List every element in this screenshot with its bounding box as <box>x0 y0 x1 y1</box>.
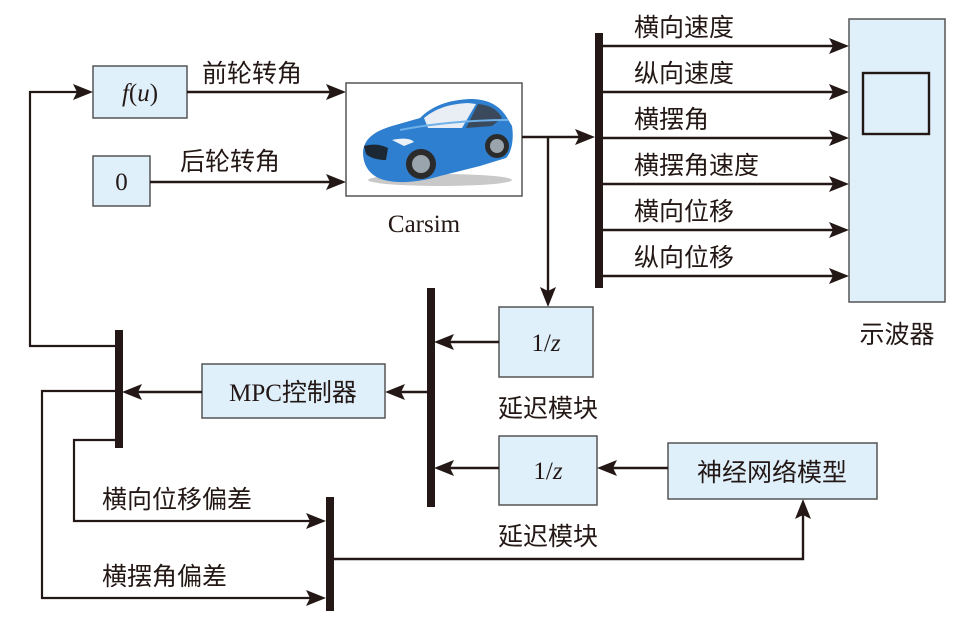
output-signal-6: 纵向位移 <box>603 243 849 284</box>
arrowhead-icon <box>306 513 326 529</box>
arrowhead-icon <box>122 384 142 400</box>
arrowhead-icon <box>326 174 346 190</box>
mpc-input-mux-bus <box>427 288 435 507</box>
lateral-error-label: 横向位移偏差 <box>102 485 252 514</box>
yaw-error-signal: 横摆角偏差 <box>40 389 326 606</box>
front-steer-label: 前轮转角 <box>202 59 302 88</box>
output-label: 横摆角 <box>634 105 709 134</box>
svg-text:1/z: 1/z <box>531 330 560 357</box>
carsim-block[interactable]: Carsim <box>345 82 523 238</box>
nn-label: 神经网络模型 <box>697 458 847 487</box>
carsim-output-signal <box>522 129 595 307</box>
delay1-label-num: 1/ <box>531 330 551 357</box>
mpc-output-demux-bus <box>115 330 123 448</box>
arrowhead-icon <box>829 222 849 238</box>
output-label: 横向位移 <box>634 197 734 226</box>
arrowhead-icon <box>829 176 849 192</box>
arrowhead-icon <box>829 84 849 100</box>
fu-label-u: u <box>137 80 150 107</box>
output-label: 横摆角速度 <box>634 151 759 180</box>
arrowhead-icon <box>795 499 811 519</box>
error-to-nn-signal <box>334 499 811 561</box>
arrowhead-icon <box>434 334 454 350</box>
delay-block-2[interactable]: 1/z 延迟模块 <box>498 435 598 551</box>
output-signal-2: 纵向速度 <box>603 59 849 100</box>
fu-block[interactable]: f(u) <box>92 65 188 119</box>
mux-to-mpc-signal <box>385 384 427 400</box>
output-signals: 横向速度 纵向速度 横摆角 横摆角速度 横向位移 纵向位移 <box>603 13 849 284</box>
arrowhead-icon <box>597 460 617 476</box>
output-label: 纵向位移 <box>634 243 734 272</box>
fu-label-paren-open: ( <box>129 80 137 107</box>
svg-text:1/z: 1/z <box>533 458 562 485</box>
arrowhead-icon <box>829 268 849 284</box>
delay2-to-mux-signal <box>434 460 499 476</box>
arrowhead-icon <box>385 384 405 400</box>
svg-text:f(u): f(u) <box>122 80 158 107</box>
fu-label-paren-close: ) <box>150 80 158 107</box>
delay2-label-num: 1/ <box>533 458 553 485</box>
carsim-label: Carsim <box>388 211 461 238</box>
arrowhead-icon <box>306 590 326 606</box>
lateral-error-signal: 横向位移偏差 <box>72 438 326 529</box>
scope-block[interactable]: 示波器 <box>848 18 946 349</box>
zero-block[interactable]: 0 <box>92 155 151 207</box>
output-demux-bus <box>595 33 603 288</box>
arrowhead-icon <box>73 84 93 100</box>
arrowhead-icon <box>829 130 849 146</box>
fu-label-f: f <box>122 80 132 107</box>
neural-network-block[interactable]: 神经网络模型 <box>667 442 878 500</box>
output-signal-1: 横向速度 <box>603 13 849 54</box>
delay1-label-z: z <box>550 330 561 357</box>
delay2-caption: 延迟模块 <box>498 522 598 551</box>
delay1-caption: 延迟模块 <box>498 394 598 423</box>
rear-steer-label: 后轮转角 <box>180 147 280 176</box>
mpc-label: MPC控制器 <box>229 379 357 407</box>
scope-label: 示波器 <box>859 320 934 349</box>
output-signal-3: 横摆角 <box>603 105 849 146</box>
nn-to-delay2-signal <box>597 460 668 476</box>
zero-label: 0 <box>115 169 128 196</box>
output-label: 横向速度 <box>634 13 734 42</box>
arrowhead-icon <box>434 460 454 476</box>
mpc-to-demux-signal <box>122 384 202 400</box>
output-signal-4: 横摆角速度 <box>603 151 849 192</box>
mpc-controller-block[interactable]: MPC控制器 <box>201 363 386 419</box>
arrowhead-icon <box>326 84 346 100</box>
yaw-error-label: 横摆角偏差 <box>102 562 227 591</box>
arrowhead-icon <box>575 129 595 145</box>
rear-steer-signal: 后轮转角 <box>150 147 346 190</box>
delay1-to-mux-signal <box>434 334 499 350</box>
feedback-to-fu-signal <box>28 84 115 348</box>
scope-screen-icon <box>861 71 931 136</box>
front-steer-signal: 前轮转角 <box>187 59 346 100</box>
arrowhead-icon <box>829 38 849 54</box>
arrowhead-icon <box>540 287 556 307</box>
error-mux-bus <box>326 497 334 611</box>
output-label: 纵向速度 <box>634 59 734 88</box>
delay-block-1[interactable]: 1/z 延迟模块 <box>498 306 598 423</box>
delay2-label-z: z <box>552 458 563 485</box>
output-signal-5: 横向位移 <box>603 197 849 238</box>
car-icon <box>363 99 513 186</box>
